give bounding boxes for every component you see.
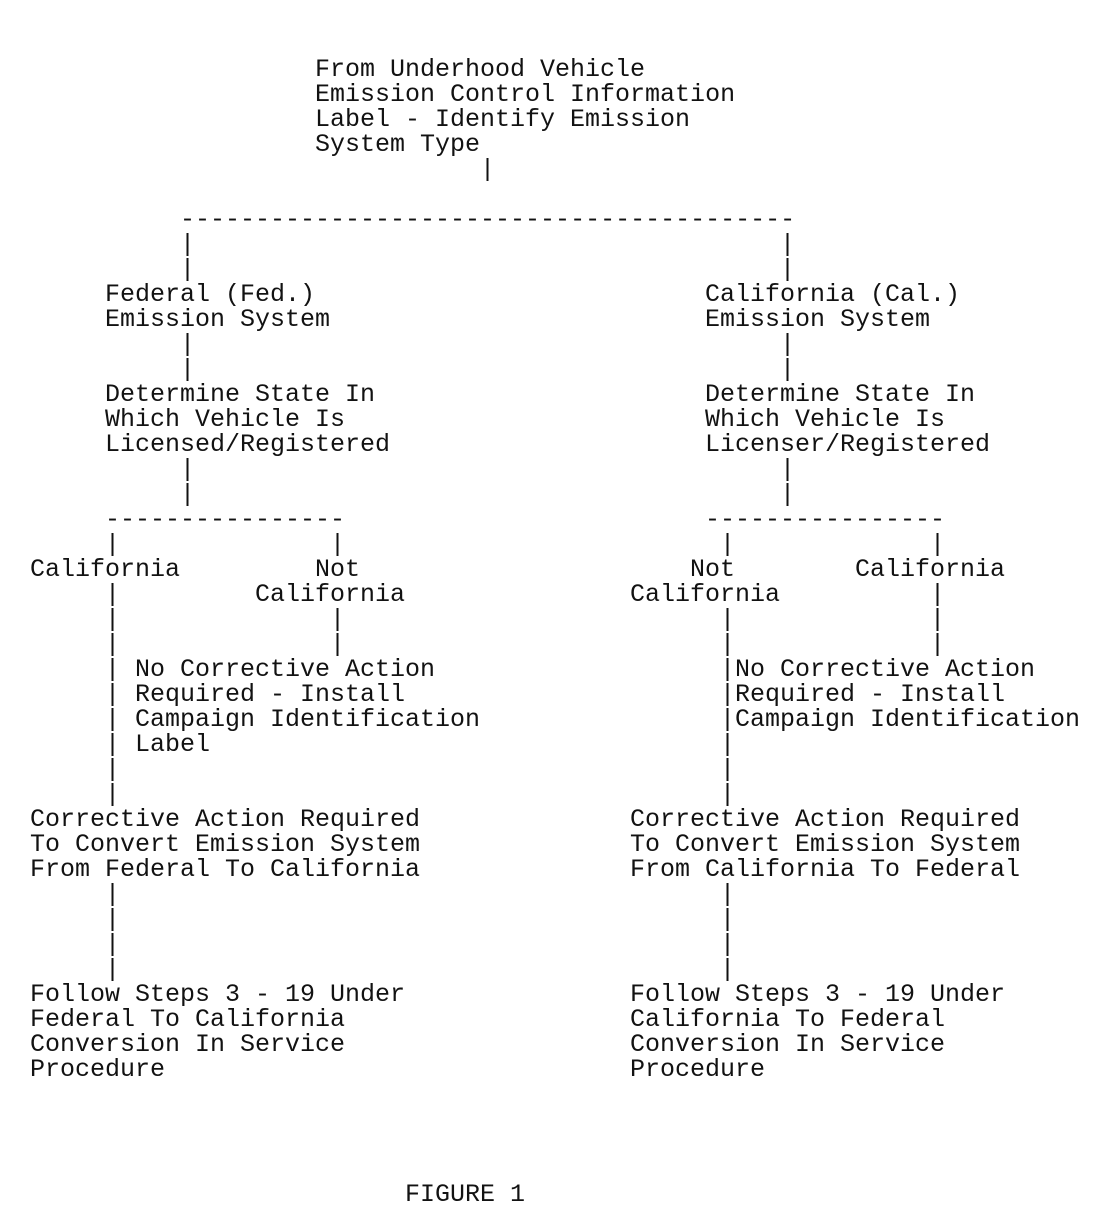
federal-determine-node: Determine State In Which Vehicle Is Lice… (105, 380, 391, 459)
right-california-line-connector: | | | (930, 580, 946, 659)
right-california-branch-pipe: | (930, 530, 946, 559)
left-top-stem-connector: | | (180, 230, 196, 284)
root-stem-connector: | (480, 155, 496, 184)
right-top-stem-connector: | | (780, 230, 796, 284)
left-not-california-branch-pipe: | (330, 530, 346, 559)
left-california-line-connector: | | | | | | | | | (105, 580, 121, 809)
right-california-label: California (855, 555, 1006, 584)
right-lower-stem-connector: | | | | (720, 880, 736, 984)
left-no-action-node: No Corrective Action Required - Install … (135, 655, 481, 759)
california-determine-node: Determine State In Which Vehicle Is Lice… (705, 380, 991, 459)
left-lower-stem-connector: | | | | (105, 880, 121, 984)
top-split-connector: ----------------------------------------… (180, 205, 796, 234)
left-corrective-action-node: Corrective Action Required To Convert Em… (30, 805, 421, 884)
federal-system-node: Federal (Fed.) Emission System (105, 280, 331, 334)
left-california-label: California (30, 555, 181, 584)
federal-stem-connector: | | (180, 330, 196, 384)
california-stem-connector: | | (780, 330, 796, 384)
left-not-california-label: Not California (255, 555, 406, 609)
right-follow-steps-node: Follow Steps 3 - 19 Under California To … (630, 980, 1006, 1084)
right-not-california-branch-pipe: | (720, 530, 736, 559)
left-not-california-line-connector: | | (330, 605, 346, 659)
left-branch-split-connector: ---------------- (105, 505, 346, 534)
left-california-branch-pipe: | (105, 530, 121, 559)
right-branch-split-connector: ---------------- (705, 505, 946, 534)
root-node: From Underhood Vehicle Emission Control … (315, 55, 736, 159)
right-not-california-line-connector: | | | | | | | | (720, 605, 736, 809)
federal-determine-stem-connector: | | (180, 455, 196, 509)
left-follow-steps-node: Follow Steps 3 - 19 Under Federal To Cal… (30, 980, 406, 1084)
figure-caption: FIGURE 1 (405, 1180, 526, 1209)
right-no-action-node: No Corrective Action Required - Install … (735, 655, 1081, 734)
california-system-node: California (Cal.) Emission System (705, 280, 961, 334)
right-not-california-label: Not California (630, 555, 781, 609)
right-corrective-action-node: Corrective Action Required To Convert Em… (630, 805, 1021, 884)
california-determine-stem-connector: | | (780, 455, 796, 509)
